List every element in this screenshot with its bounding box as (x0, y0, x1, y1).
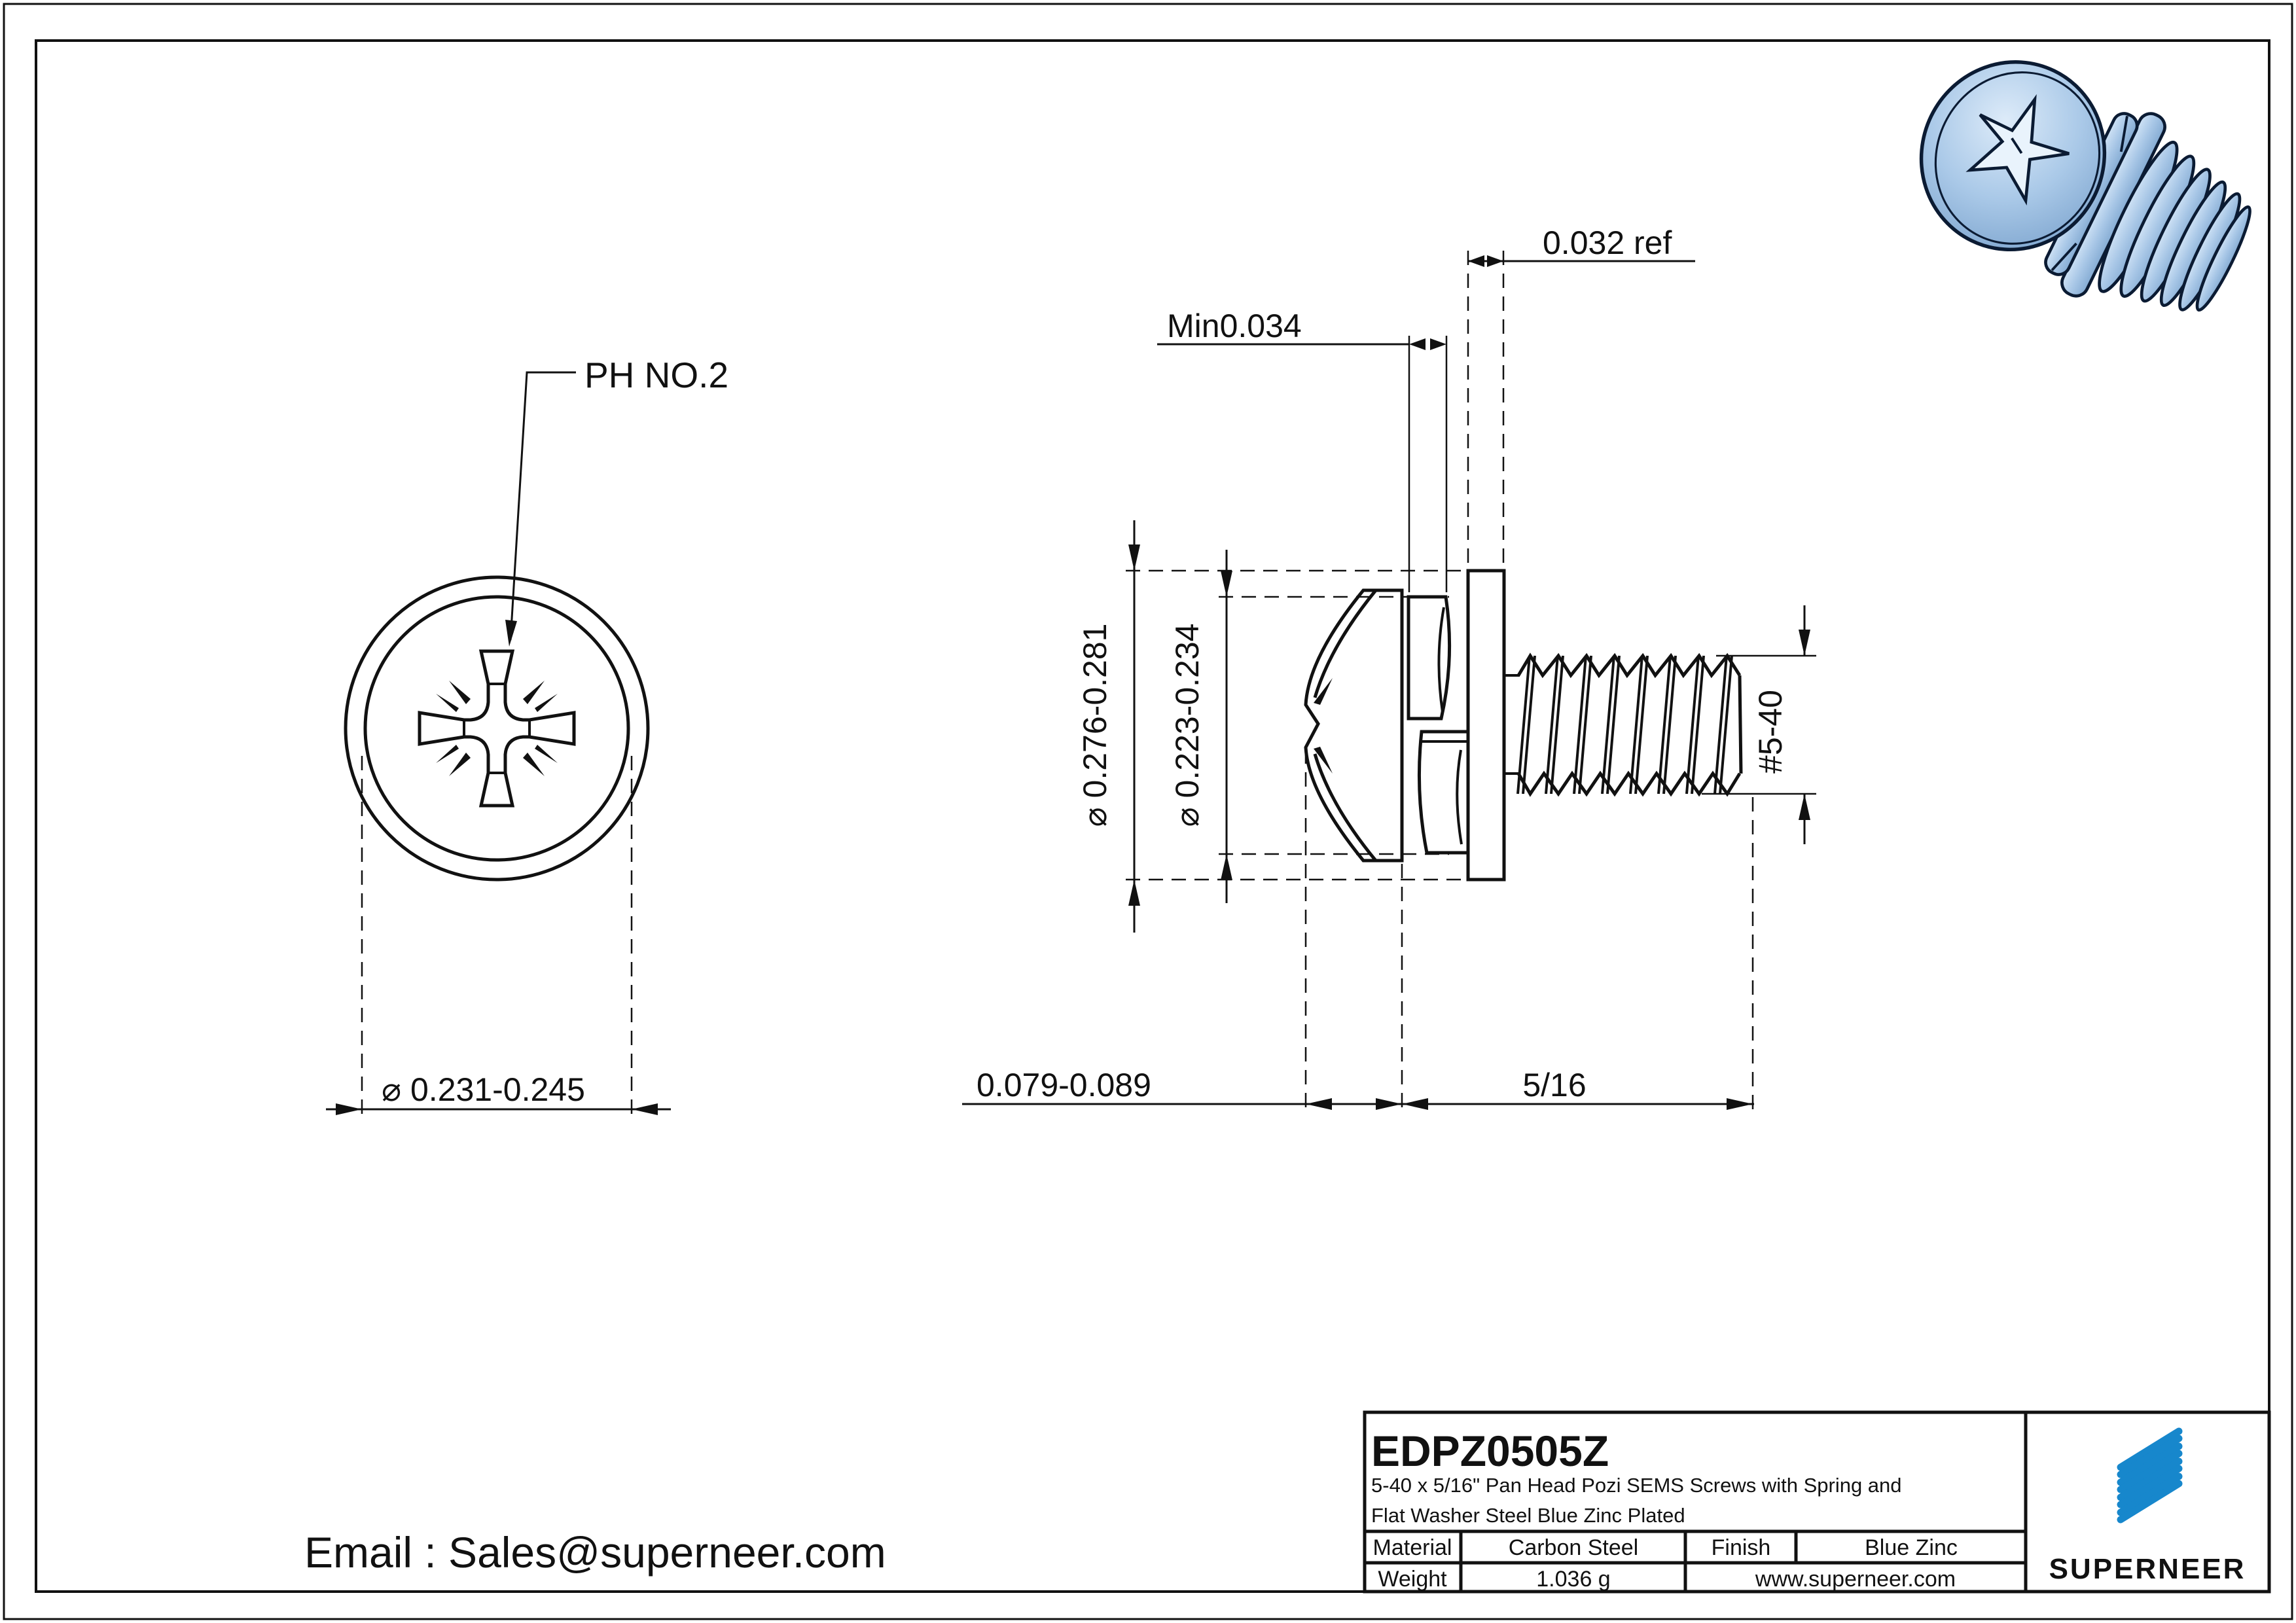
pozi-profile-arcs (1313, 589, 1377, 862)
thread-length-label: 5/16 (1522, 1067, 1586, 1103)
material-label: Material (1373, 1535, 1452, 1560)
brand-name: SUPERNEER (2049, 1553, 2246, 1585)
dim-bottom: 0.079-0.089 5/16 (962, 749, 1754, 1113)
spring-od-label: ⌀ 0.223-0.234 (1169, 624, 1206, 827)
ph-label: PH NO.2 (584, 355, 728, 395)
description-line2: Flat Washer Steel Blue Zinc Plated (1371, 1504, 1685, 1527)
head-height-label: 0.079-0.089 (977, 1067, 1151, 1103)
material-value: Carbon Steel (1509, 1535, 1638, 1560)
thread-top-zigzag (1516, 652, 1742, 679)
spring-washer-upper (1407, 595, 1452, 721)
finish-value: Blue Zinc (1865, 1535, 1958, 1560)
email-text: Email : Sales@superneer.com (304, 1528, 886, 1577)
ph-callout: PH NO.2 (505, 355, 728, 647)
website-link[interactable]: www.superneer.com (1755, 1567, 1956, 1592)
title-block: EDPZ0505Z 5-40 x 5/16" Pan Head Pozi SEM… (1363, 1410, 2271, 1594)
pozi-recess-outline (418, 649, 576, 808)
dim-washer-od: ⌀ 0.276-0.281 (1077, 520, 1468, 933)
head-outer-circle (344, 575, 650, 882)
pozi-step-lines (463, 683, 531, 774)
head-inner-circle (363, 595, 630, 862)
weight-label: Weight (1378, 1567, 1447, 1592)
front-view (344, 575, 650, 882)
shank-root (1504, 674, 1520, 775)
thread-size-label: #5-40 (1752, 690, 1789, 774)
spring-washer-lower-lines (1420, 740, 1468, 845)
dim-spring-od: ⌀ 0.223-0.234 (1169, 550, 1449, 903)
leader-arrowhead (505, 620, 517, 647)
side-view (1304, 569, 1743, 882)
washer-ref-label: 0.032 ref (1543, 224, 1672, 261)
flat-washer (1466, 569, 1506, 882)
pozi-flash-marks (436, 681, 558, 776)
title-block-grid (1363, 1410, 2271, 1594)
spring-min-label: Min0.034 (1167, 308, 1302, 344)
description-line1: 5-40 x 5/16" Pan Head Pozi SEMS Screws w… (1371, 1474, 1902, 1497)
part-number: EDPZ0505Z (1371, 1427, 1609, 1475)
pan-head-profile (1304, 588, 1404, 863)
thread-end-face (1738, 675, 1743, 774)
washer-od-label: ⌀ 0.276-0.281 (1077, 624, 1113, 827)
pozi-profile-flashes (1314, 678, 1333, 774)
superneer-logo-stripes-icon (2117, 1427, 2183, 1524)
spring-washer-upper-curve (1437, 607, 1445, 713)
front-diameter-label: ⌀ 0.231-0.245 (382, 1071, 585, 1108)
dim-thread-size: #5-40 (1702, 605, 1816, 844)
front-diameter-dimension: ⌀ 0.231-0.245 (326, 756, 671, 1122)
thread-bottom-zigzag (1516, 770, 1742, 797)
thread-flanks (1516, 655, 1733, 794)
weight-value: 1.036 g (1536, 1567, 1610, 1592)
dim-spring-min: Min0.034 (1157, 308, 1448, 592)
finish-label: Finish (1712, 1535, 1771, 1560)
screw-3d-render (1919, 60, 2251, 312)
sheet-border (3, 3, 2293, 1620)
dim-washer-ref: 0.032 ref (1467, 224, 1695, 568)
